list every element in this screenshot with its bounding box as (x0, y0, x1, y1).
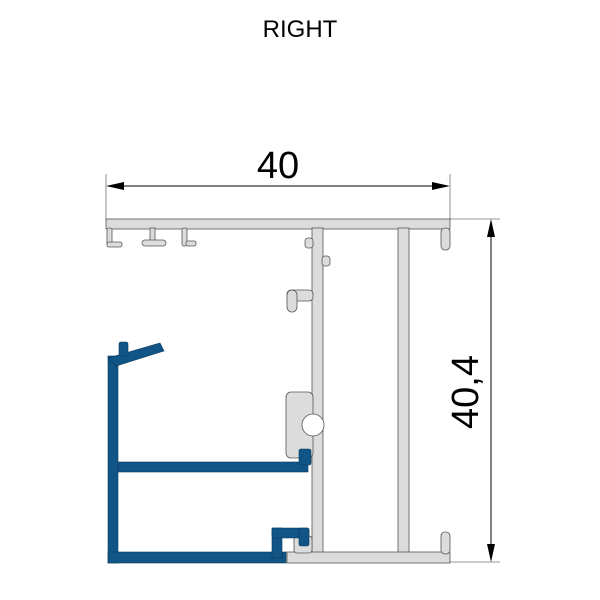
height-label: 40,4 (445, 355, 487, 429)
sash-profile (107, 341, 312, 564)
frame-profile (105, 218, 451, 564)
view-title: RIGHT (262, 16, 338, 43)
width-dimension: 40 (105, 145, 451, 220)
height-dimension: 40,4 (445, 218, 500, 563)
width-label: 40 (257, 145, 299, 187)
